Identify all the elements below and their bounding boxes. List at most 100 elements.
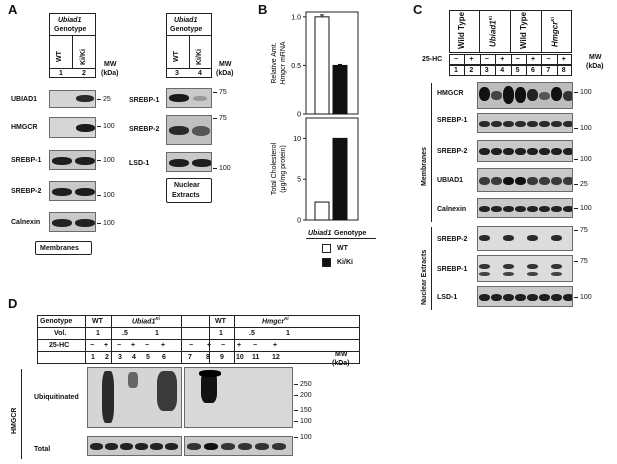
band — [491, 91, 502, 100]
band — [527, 206, 538, 212]
row-label-lsd1-a: LSD-1 — [129, 160, 150, 167]
vol-d-4: 1 — [219, 330, 223, 337]
hc-row-c — [449, 54, 572, 65]
marker-srebp1-nuc-c: 75 — [580, 258, 588, 265]
c-hc-sign: − — [515, 56, 520, 63]
chart-b2-ytick-label: 0 — [297, 218, 301, 225]
c-hc-sign: − — [546, 56, 551, 63]
marker-srebp2-a: 100 — [103, 192, 115, 199]
band — [515, 206, 526, 212]
band — [527, 121, 538, 127]
genotype-word-right: Genotype — [170, 26, 203, 33]
marker-srebp2-nuc-c: 75 — [580, 227, 588, 234]
genotype-c-2: Ubiad1Ki — [488, 15, 498, 47]
blot-srebp2-a — [49, 181, 96, 201]
band — [503, 86, 514, 104]
band — [503, 206, 514, 212]
band — [102, 371, 114, 423]
c-hc-sign: − — [454, 56, 459, 63]
marker-srebp1-nuc-a: 75 — [219, 89, 227, 96]
band — [527, 177, 538, 185]
band — [479, 87, 490, 101]
genotype-c-3: Wild Type — [519, 11, 528, 49]
genotype-gene-right: Ubiad1 — [174, 17, 198, 24]
mw-title-c: MW — [589, 54, 602, 61]
marker-ubiad1-c: 25 — [580, 181, 588, 188]
c-hc-sign: − — [484, 56, 489, 63]
chart-b1-ytick-label: 1.0 — [291, 14, 301, 21]
blot-ubiad1-c — [477, 168, 573, 192]
lane-label-a4: Ki/Ki — [196, 49, 203, 65]
marker-lsd1-c: 100 — [580, 294, 592, 301]
band — [503, 121, 514, 127]
blot-lsd1-a — [166, 152, 212, 172]
band — [527, 294, 538, 301]
row-label-srebp2-nuc-a: SREBP-2 — [129, 126, 160, 133]
mw-title-a-left: MW — [104, 61, 117, 68]
band — [563, 148, 572, 155]
marker-srebp1-a: 100 — [103, 157, 115, 164]
band — [539, 177, 550, 185]
band — [105, 443, 118, 450]
row-label-srebp2-c: SREBP-2 — [437, 148, 468, 155]
row-label-calnexin-c: Calnexin — [437, 206, 467, 213]
c-lane-sep — [541, 54, 543, 76]
total-label-d: Total — [34, 446, 51, 453]
d-hc-sign: − — [221, 342, 226, 349]
band — [515, 121, 526, 127]
marker-d-250: 250 — [300, 381, 312, 388]
d-hc-sign: + — [237, 342, 242, 349]
marker-d-200: 200 — [300, 392, 312, 399]
chart-b1-frame — [305, 11, 359, 115]
band — [255, 443, 269, 450]
band — [221, 443, 235, 450]
band — [503, 264, 514, 269]
row-label-ubiad1-c: UBIAD1 — [437, 177, 464, 184]
nuclear-label-2: Extracts — [172, 192, 200, 199]
d-lane-number: 3 — [118, 354, 122, 361]
membranes-label-box — [35, 241, 92, 255]
blot-calnexin-c — [477, 198, 573, 218]
legend-label-kiki: Ki/Ki — [337, 259, 353, 266]
chart-b2-bar-ki-ki — [332, 137, 348, 221]
lane-label-a2: Ki/Ki — [80, 49, 87, 65]
c-lane-number: 4 — [500, 67, 505, 74]
d-hc-sign: + — [131, 342, 136, 349]
band — [515, 87, 526, 103]
d-hc-sign: − — [117, 342, 122, 349]
c-lane-number: 5 — [515, 67, 520, 74]
marker-d-150: 150 — [300, 407, 312, 414]
legend-swatch-kiki — [322, 258, 331, 267]
blot-ubiq-right — [184, 367, 293, 428]
blot-ubiq-left — [87, 367, 182, 428]
lane-number-a1: 1 — [59, 70, 63, 77]
blot-srebp2-nuc-a — [166, 115, 212, 145]
mw-unit-c: (kDa) — [586, 63, 604, 70]
blot-hmgcr-a — [49, 117, 96, 138]
blot-total-left — [87, 436, 182, 456]
d-hc-sign: + — [207, 342, 212, 349]
hmgcr-side-d: HMGCR — [11, 407, 18, 434]
row-label-calnexin-a: Calnexin — [11, 219, 41, 226]
nuclear-label-1: Nuclear — [174, 182, 200, 189]
genotype-label-d: Genotype — [40, 318, 73, 325]
band — [539, 206, 550, 212]
band — [551, 235, 562, 241]
band — [479, 272, 490, 276]
legend-suffix: Genotype — [334, 230, 367, 237]
hc-label-c: 25-HC — [422, 56, 443, 63]
genotype-gene-left: Ubiad1 — [58, 17, 82, 24]
lane-number-a2: 2 — [82, 70, 86, 77]
band — [128, 372, 138, 388]
group-d-ubiad1: Ubiad1Ki — [132, 316, 160, 326]
chart-b1-ylabel-1: Relative Amt. — [271, 42, 278, 83]
marker-srebp2-c: 100 — [580, 156, 592, 163]
band — [491, 206, 502, 212]
vol-d-1: 1 — [96, 330, 100, 337]
blot-srebp1-a — [49, 150, 96, 170]
genotype-c-4: HmgcrKi — [550, 17, 560, 47]
c-lane-number: 6 — [531, 67, 535, 74]
marker-srebp1-c: 100 — [580, 125, 592, 132]
band — [539, 121, 550, 127]
